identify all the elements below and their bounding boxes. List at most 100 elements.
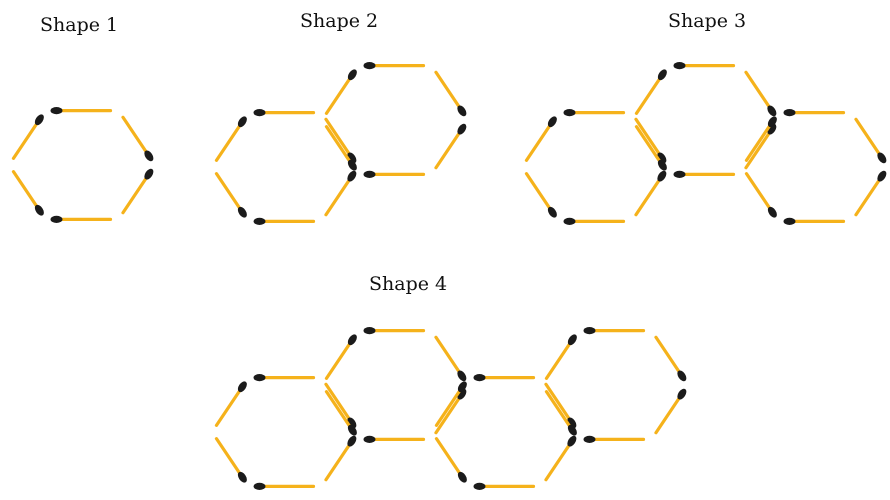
matchstick [324, 334, 357, 380]
matchstick-head [567, 334, 577, 346]
matchstick-head [363, 435, 376, 443]
matchstick-head [253, 109, 266, 117]
matchstick [434, 70, 467, 117]
matchstick [11, 170, 44, 216]
shape-3-label: Shape 3 [668, 10, 746, 32]
matchstick [583, 327, 646, 335]
matchstick [363, 170, 426, 178]
matchstick-head [363, 62, 376, 70]
matchstick [324, 170, 357, 217]
matchstick [744, 172, 777, 218]
matchstick-head [237, 116, 247, 128]
matchstick [544, 435, 577, 482]
matchstick [434, 335, 467, 382]
matchstick-head [563, 109, 576, 117]
matchstick-head [253, 217, 266, 225]
matchstick [434, 123, 467, 170]
matchstick-head [457, 471, 467, 483]
matchstick [854, 117, 887, 164]
matchstick-head [457, 123, 467, 135]
matchstick [324, 69, 357, 115]
matchstick [654, 335, 687, 382]
matchstick-head [583, 435, 596, 443]
matchstick-head [547, 116, 557, 128]
matchstick-head [677, 370, 687, 382]
matchstick-head [237, 471, 247, 483]
shape-1-label: Shape 1 [40, 14, 118, 36]
matchstick [363, 327, 426, 335]
matchstick [324, 382, 357, 429]
matchstick [473, 374, 536, 382]
matchstick [363, 62, 426, 70]
matchstick [253, 482, 316, 490]
matchstick-head [877, 152, 887, 164]
shape-4-label: Shape 4 [369, 273, 447, 295]
matchstick-head [50, 215, 63, 223]
matchstick [253, 217, 316, 225]
matchstick [783, 109, 846, 117]
shape-1: Shape 1 [11, 14, 154, 223]
shape-4: Shape 4 [214, 273, 687, 490]
matchstick-head [877, 170, 887, 182]
matchstick-head [457, 105, 467, 117]
matchstick [673, 170, 736, 178]
matchstick-head [583, 327, 596, 335]
matchstick-head [457, 381, 467, 393]
matchstick [363, 435, 426, 443]
matchstick-head [237, 206, 247, 218]
matchstick [744, 116, 777, 162]
matchstick [524, 172, 557, 218]
matchstick-head [567, 435, 577, 447]
matchstick [214, 116, 247, 162]
matchstick-head [457, 370, 467, 382]
matchstick-head [363, 327, 376, 335]
matchstick-head [677, 388, 687, 400]
matchstick-head [563, 217, 576, 225]
matchstick [214, 437, 247, 483]
matchstick-head [144, 168, 154, 180]
matchstick [473, 482, 536, 490]
matchstick-head [237, 381, 247, 393]
matchstick [634, 117, 667, 164]
matchstick [544, 334, 577, 380]
matchstick-head [767, 206, 777, 218]
matchstick [583, 435, 646, 443]
matchstick [744, 123, 777, 170]
matchstick [744, 70, 777, 117]
matchstick [544, 390, 577, 436]
matchstick [324, 117, 357, 164]
matchstick [214, 381, 247, 427]
matchstick-head [347, 159, 357, 171]
matchstick-head [347, 424, 357, 436]
matchstick-head [473, 482, 486, 490]
matchstick [253, 109, 316, 117]
matchstick-head [547, 206, 557, 218]
matchstick [11, 114, 44, 160]
matchstick-head [363, 170, 376, 178]
matchstick [654, 388, 687, 435]
matchstick [563, 109, 626, 117]
matchstick-head [347, 170, 357, 182]
matchstick [634, 69, 667, 115]
matchstick [783, 217, 846, 225]
matchstick [434, 381, 467, 427]
matchstick-head [253, 482, 266, 490]
matchstick [50, 107, 113, 115]
matchstick-head [567, 424, 577, 436]
matchstick [434, 388, 467, 435]
matchstick [673, 62, 736, 70]
matchstick [253, 374, 316, 382]
shape-2-label: Shape 2 [300, 10, 378, 32]
matchstick [544, 382, 577, 429]
matchstick-head [657, 69, 667, 81]
shape-2: Shape 2 [214, 10, 467, 225]
matchstick-head [253, 374, 266, 382]
matchstick [634, 170, 667, 217]
matchstick-head [34, 114, 44, 126]
shape-3: Shape 3 [524, 10, 887, 225]
matchstick-head [473, 374, 486, 382]
matchstick [121, 115, 154, 162]
matchstick [524, 116, 557, 162]
matchstick [324, 125, 357, 171]
